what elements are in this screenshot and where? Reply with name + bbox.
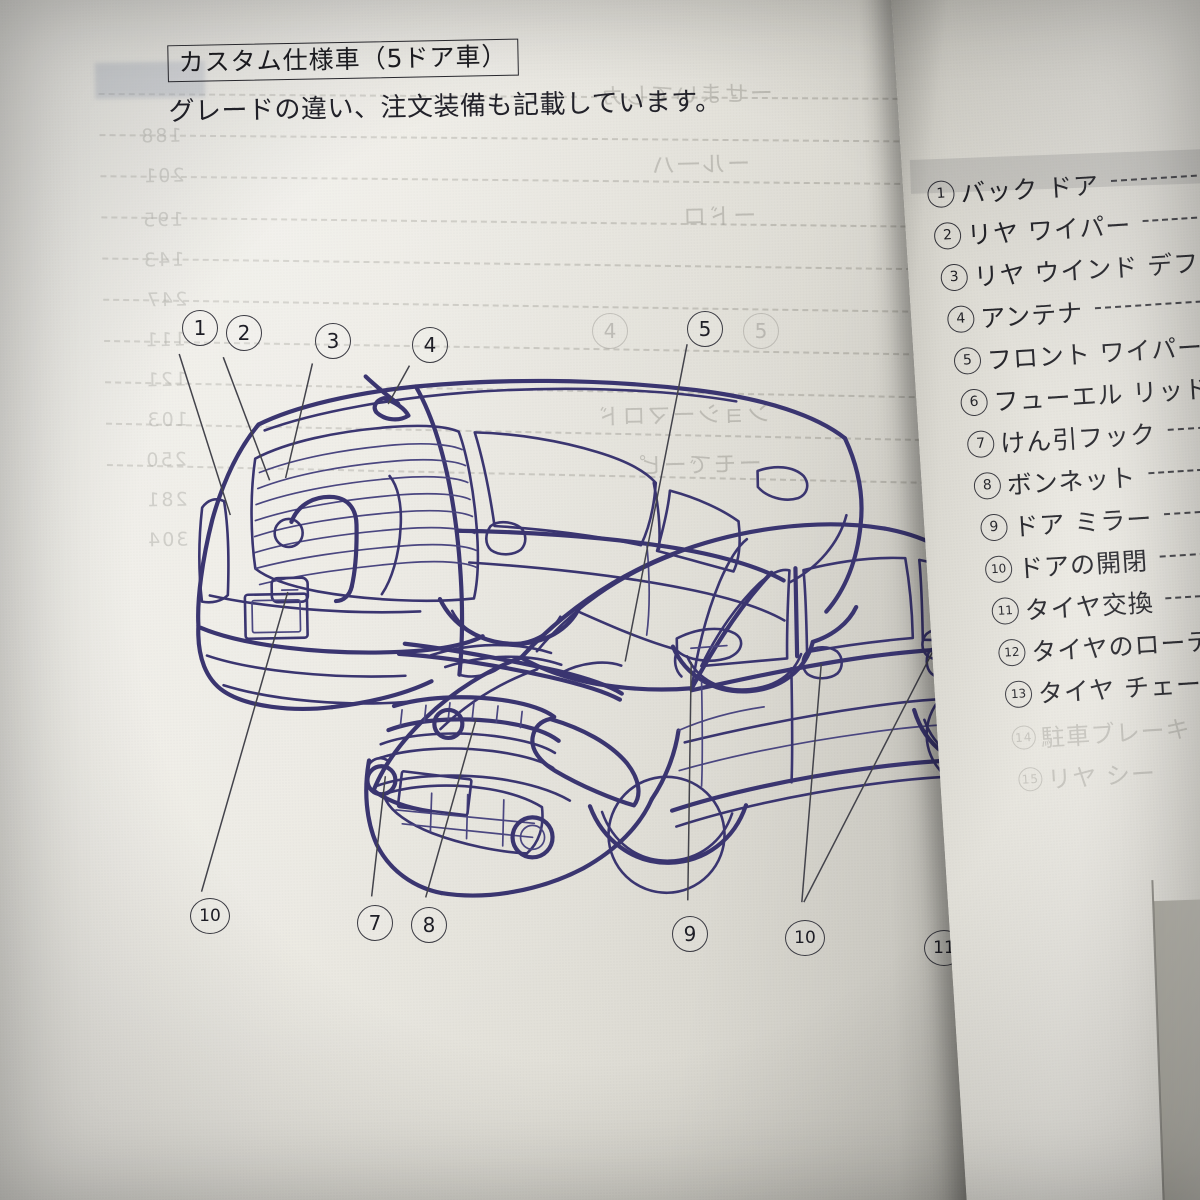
ghost-callout-4: 4	[592, 313, 628, 349]
callout-3[interactable]: 3	[315, 323, 351, 359]
callout-8[interactable]: 8	[411, 907, 447, 943]
antenna	[363, 374, 411, 422]
callout-10-left[interactable]: 10	[190, 898, 230, 934]
callout-10-right[interactable]: 10	[785, 920, 825, 956]
callout-9[interactable]: 9	[672, 916, 708, 952]
callout-4[interactable]: 4	[412, 327, 448, 363]
callout-7[interactable]: 7	[357, 905, 393, 941]
callout-1[interactable]: 1	[182, 310, 218, 346]
front-wipers	[396, 641, 624, 702]
rear-view-car	[196, 374, 864, 711]
door-mirror	[673, 627, 743, 678]
callout-5[interactable]: 5	[687, 311, 723, 347]
ghost-callout-5: 5	[743, 313, 779, 349]
callout-2[interactable]: 2	[226, 315, 262, 351]
